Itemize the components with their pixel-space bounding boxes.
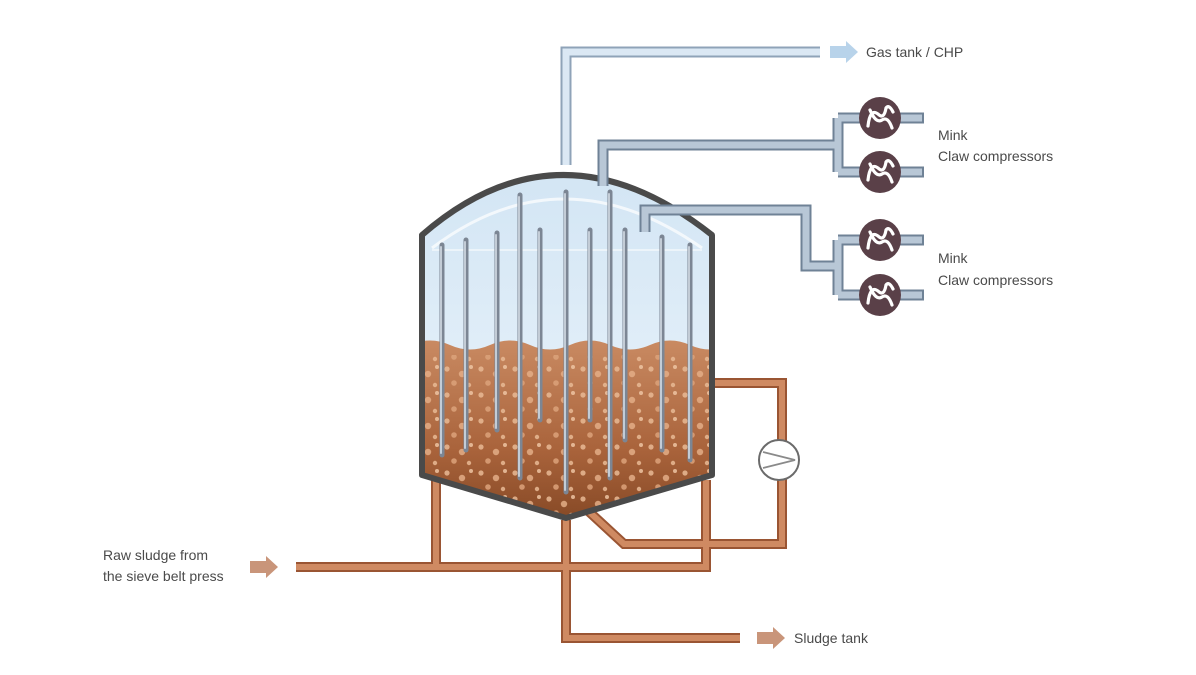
compressor-group-1 bbox=[859, 97, 901, 193]
gas-outlet-pipe bbox=[560, 46, 820, 165]
raw-sludge-inlet-arrow-icon bbox=[250, 556, 278, 578]
sludge-tank-label: Sludge tank bbox=[794, 630, 869, 646]
claw-compressor-icon bbox=[859, 97, 901, 139]
compressor-group-1-label-line1: Mink bbox=[938, 127, 969, 143]
raw-sludge-label-line1: Raw sludge from bbox=[103, 547, 208, 563]
gas-tank-label: Gas tank / CHP bbox=[866, 44, 963, 60]
raw-sludge-label-line2: the sieve belt press bbox=[103, 568, 224, 584]
compressor-pipes bbox=[597, 112, 924, 301]
compressor-group-2-label-line1: Mink bbox=[938, 250, 969, 266]
compressor-group-2 bbox=[859, 219, 901, 316]
claw-compressor-icon bbox=[859, 219, 901, 261]
compressor-group-2-label-line2: Claw compressors bbox=[938, 272, 1053, 288]
gas-outlet-arrow-icon bbox=[830, 41, 858, 63]
claw-compressor-icon bbox=[859, 274, 901, 316]
compressor-group-1-label-line2: Claw compressors bbox=[938, 148, 1053, 164]
sludge-piping bbox=[296, 378, 787, 643]
claw-compressor-icon bbox=[859, 151, 901, 193]
circulation-pump-icon bbox=[758, 439, 800, 481]
digester-tank bbox=[419, 172, 715, 521]
sludge-tank-arrow-icon bbox=[757, 627, 785, 649]
